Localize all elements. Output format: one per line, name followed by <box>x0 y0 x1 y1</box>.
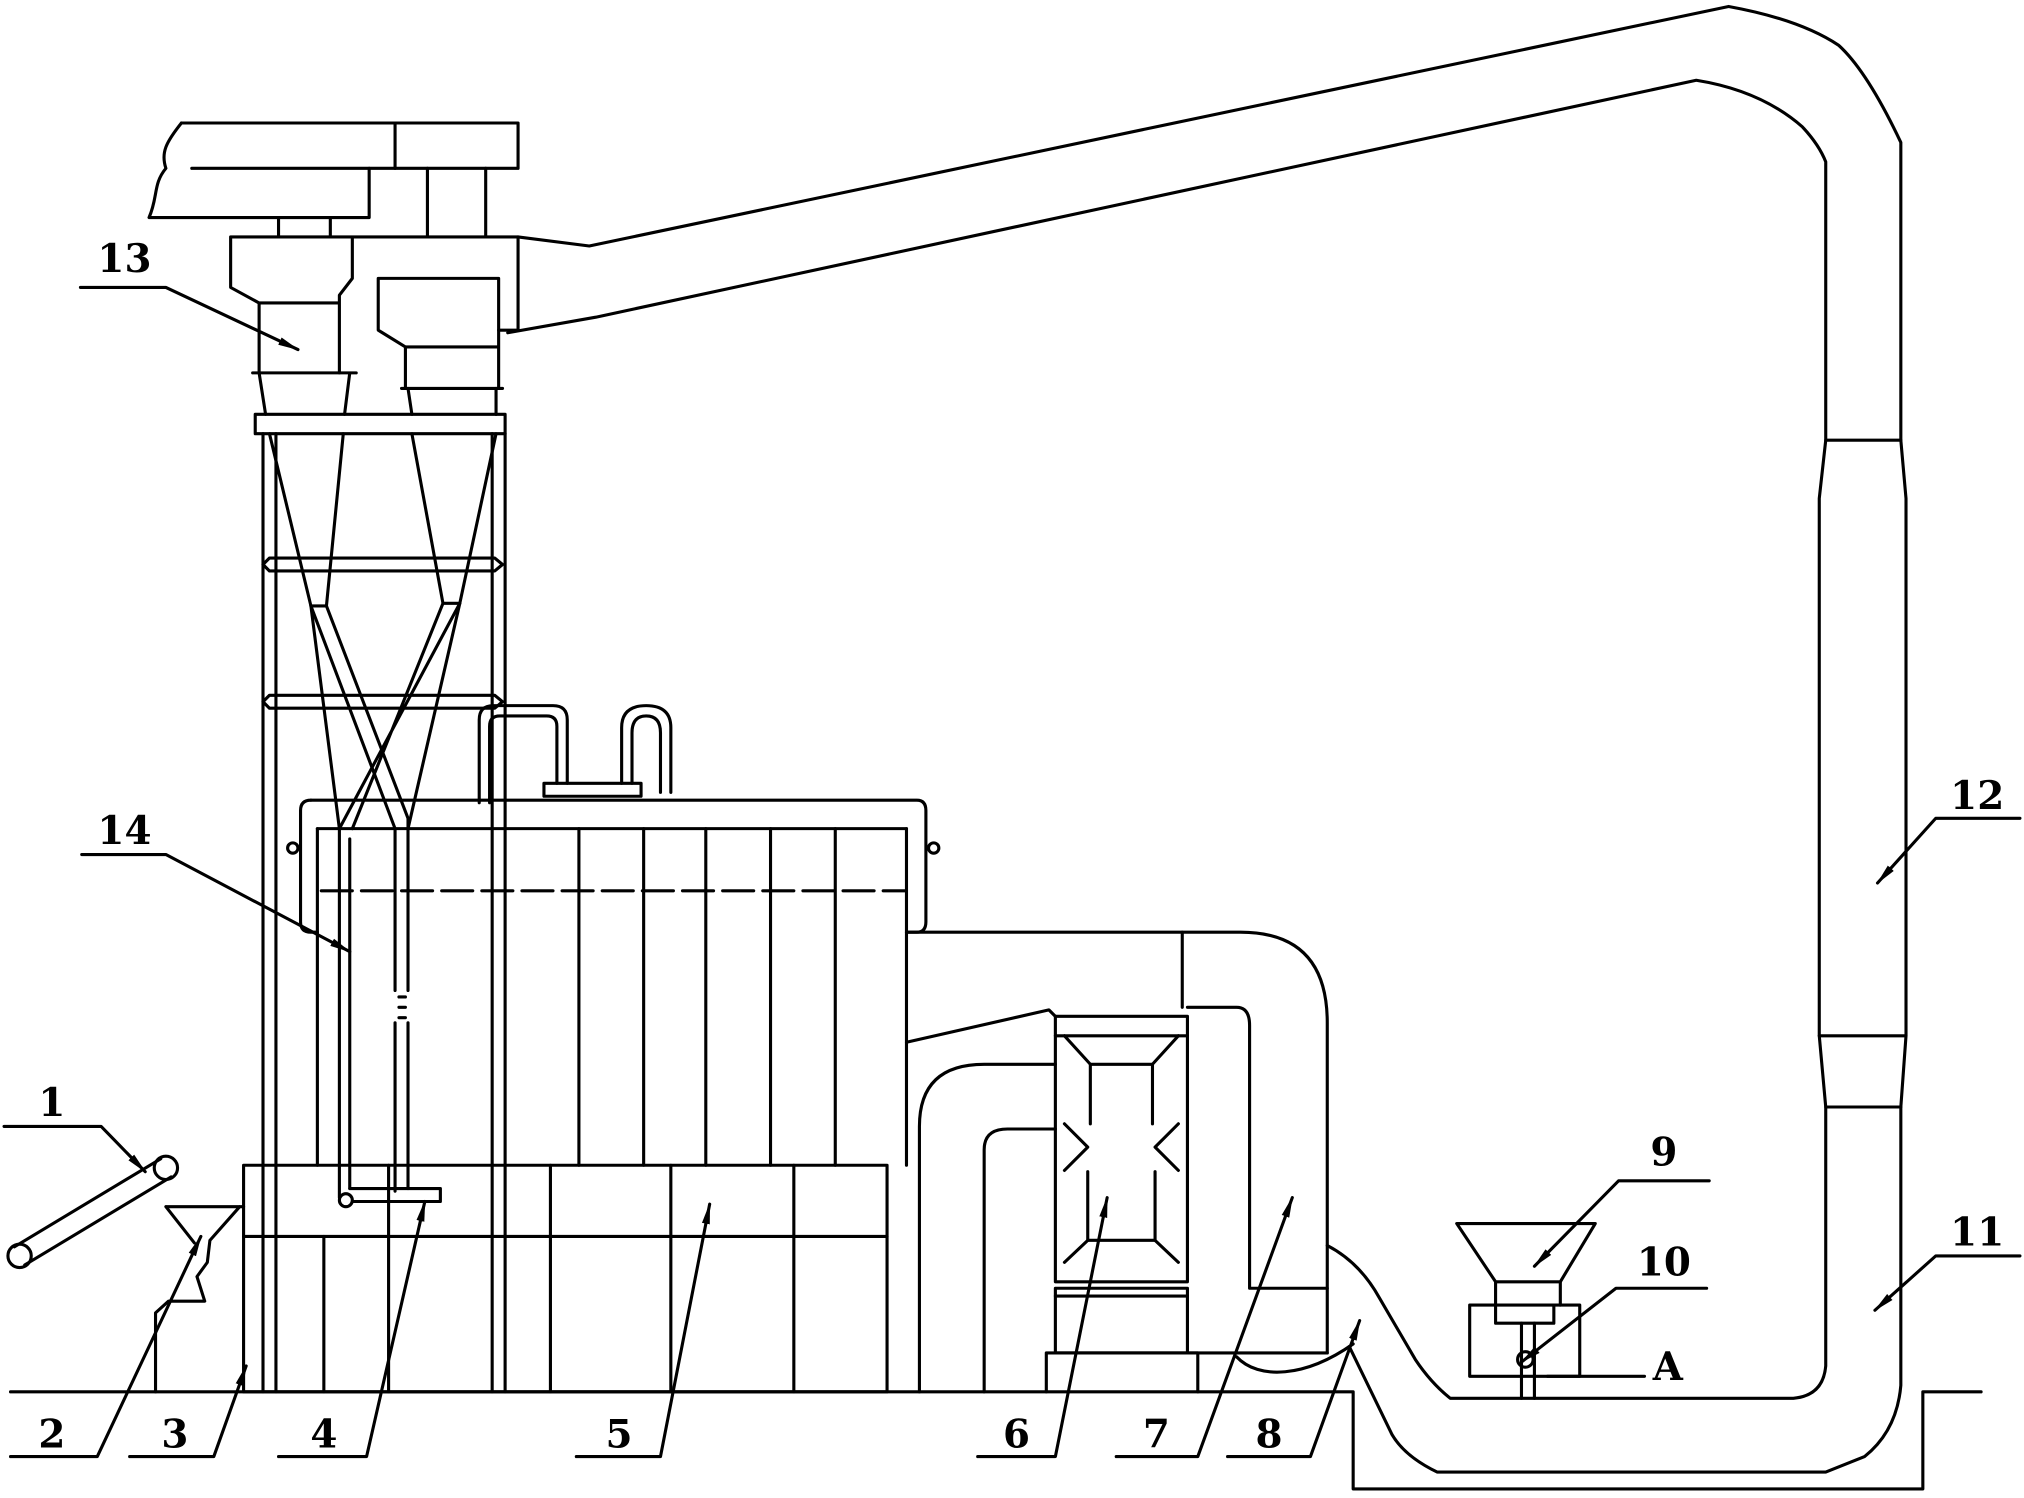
item-9-funnel-hopper <box>1455 1221 1597 1307</box>
item-5-furnace-body <box>286 704 941 1167</box>
callout-label-13: 13 <box>97 237 151 282</box>
callout-2: 2 <box>8 1234 203 1459</box>
item-6-exchanger-unit <box>1044 1014 1200 1394</box>
callout-label-2: 2 <box>38 1413 65 1458</box>
item-12-return-pipeline <box>506 4 1908 1474</box>
callout-11: 11 <box>1873 1211 2022 1312</box>
callout-label-5: 5 <box>606 1413 633 1458</box>
item-8-flexible-connector <box>1235 1342 1355 1374</box>
item-14-dip-legs <box>309 601 462 1200</box>
callout-label-11: 11 <box>1950 1211 2004 1256</box>
item-7-duct-housing <box>904 930 1329 1355</box>
callout-12: 12 <box>1875 774 2022 885</box>
callout-label-7: 7 <box>1143 1413 1170 1458</box>
item-4-bottom-pipe <box>337 1187 442 1209</box>
callout-10: 10 <box>1519 1240 1709 1364</box>
callout-14: 14 <box>80 809 352 954</box>
callout-4: 4 <box>276 1199 427 1459</box>
callout-label-A: A <box>1652 1345 1684 1390</box>
callout-label-12: 12 <box>1950 774 2004 819</box>
callout-label-9: 9 <box>1650 1130 1677 1175</box>
callout-A: A <box>1545 1345 1684 1390</box>
callout-label-3: 3 <box>161 1413 188 1458</box>
item-1-conveyor-tube <box>6 1154 180 1270</box>
callout-3: 3 <box>128 1364 248 1459</box>
callout-label-14: 14 <box>97 809 151 854</box>
callout-label-4: 4 <box>310 1413 337 1458</box>
callout-7: 7 <box>1114 1195 1294 1459</box>
callout-label-8: 8 <box>1255 1413 1282 1458</box>
callout-1: 1 <box>2 1081 147 1174</box>
item-10-feeder-valve <box>1468 1303 1582 1400</box>
callout-9: 9 <box>1532 1130 1711 1268</box>
callout-13: 13 <box>78 237 300 352</box>
callout-label-6: 6 <box>1003 1413 1030 1458</box>
furnace-base <box>242 1163 889 1394</box>
connecting-ducts <box>904 1008 1057 1394</box>
callout-6: 6 <box>976 1195 1109 1459</box>
ground-line <box>8 1390 1983 1491</box>
callout-label-1: 1 <box>38 1081 65 1126</box>
item-2-feed-hopper <box>153 1205 246 1394</box>
callout-label-10: 10 <box>1637 1240 1691 1285</box>
callout-5: 5 <box>574 1202 712 1459</box>
item-13-cyclone-separators <box>147 121 520 608</box>
callout-8: 8 <box>1226 1318 1362 1459</box>
